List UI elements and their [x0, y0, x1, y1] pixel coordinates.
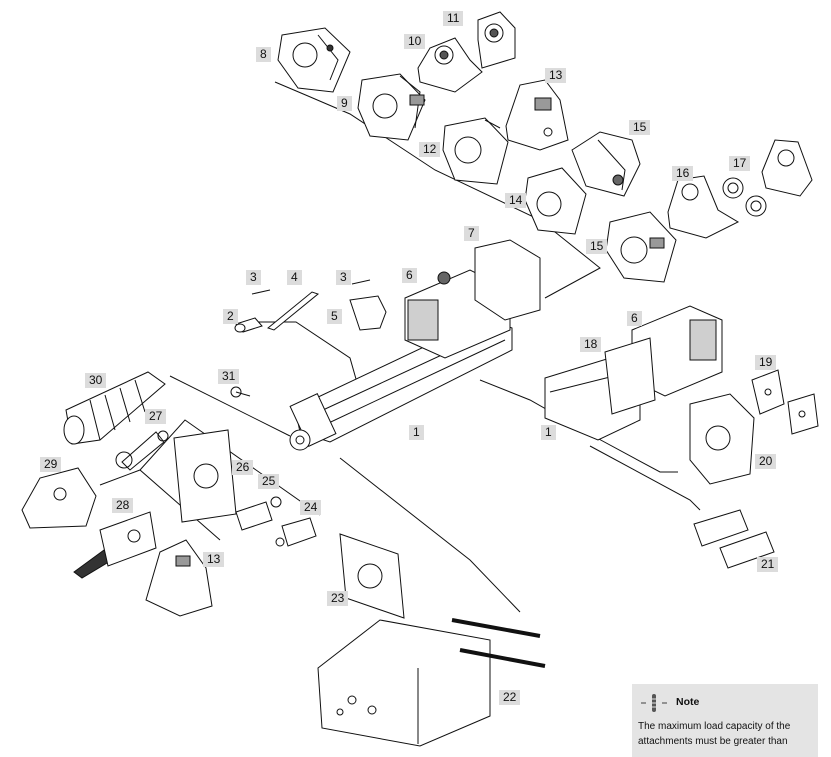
clevis-foot-part-29 [21, 467, 97, 529]
screws-part-3 [251, 279, 371, 295]
callout-15-top: 15 [629, 120, 651, 135]
callout-17: 17 [729, 156, 751, 171]
flange-mount-part-9 [357, 73, 426, 141]
callout-22: 22 [499, 690, 521, 705]
screw-part-31 [230, 386, 251, 398]
callout-19: 19 [755, 355, 777, 370]
callout-6-right: 6 [627, 311, 642, 326]
callout-13-lower: 13 [203, 552, 225, 567]
callout-2: 2 [223, 309, 238, 324]
motor-part-6-right [631, 305, 723, 397]
callout-13-top: 13 [545, 68, 567, 83]
callout-12: 12 [419, 142, 441, 157]
callout-6-left: 6 [402, 268, 417, 283]
callout-16: 16 [672, 166, 694, 181]
motor-adapter-part-7 [474, 239, 541, 321]
callout-3-right: 3 [336, 270, 351, 285]
callout-21: 21 [757, 557, 779, 572]
callout-26: 26 [232, 460, 254, 475]
sensor-bracket-part-5 [349, 295, 387, 331]
callout-7: 7 [464, 226, 479, 241]
mounting-block-part-19 [751, 369, 819, 435]
leader-line-20 [589, 445, 701, 511]
clamps-part-21 [693, 509, 775, 569]
flange-mount-part-15-lower [605, 211, 677, 283]
note-title: Note [676, 696, 700, 708]
leader-line-front-attachments [169, 375, 291, 437]
rod-clevis-part-28 [73, 511, 157, 579]
leader-line-accessories [258, 321, 359, 387]
callout-1-right: 1 [541, 425, 556, 440]
callout-29: 29 [40, 457, 62, 472]
callout-5: 5 [327, 309, 342, 324]
callout-9: 9 [337, 96, 352, 111]
callout-11: 11 [443, 11, 464, 26]
clevis-block-part-10 [417, 37, 483, 93]
coupling-part-24 [275, 517, 317, 547]
callout-10: 10 [404, 34, 426, 49]
trunnion-part-15-top [571, 131, 641, 197]
callout-23: 23 [327, 591, 349, 606]
foot-clevis-part-13-top [505, 79, 569, 151]
callout-15-lower: 15 [586, 239, 608, 254]
callout-24: 24 [300, 500, 322, 515]
callout-14: 14 [505, 193, 527, 208]
callout-28: 28 [112, 498, 134, 513]
callout-18: 18 [580, 337, 602, 352]
leader-line-upper-mounts [274, 81, 601, 299]
foot-clevis-part-13-lower [145, 539, 213, 617]
note-text: The maximum load capacity of the attachm… [638, 721, 791, 747]
rod-eye-part-27 [115, 430, 169, 471]
note-box: Note The maximum load capacity of the at… [632, 684, 818, 757]
callout-20: 20 [755, 454, 777, 469]
clevis-block-part-11 [477, 11, 516, 69]
motor-flange-part-20 [689, 393, 755, 485]
callout-31: 31 [218, 369, 240, 384]
coupling-part-25 [235, 496, 282, 531]
flange-plate-part-26 [173, 429, 237, 523]
axial-kit-part-18 [604, 337, 656, 415]
note-icon [641, 694, 667, 712]
slot-nut-part-2 [234, 317, 263, 333]
slot-cover-part-4 [266, 291, 320, 331]
callout-27: 27 [145, 409, 167, 424]
bearing-part-17 [722, 139, 813, 217]
callout-3-left: 3 [246, 270, 261, 285]
callout-30: 30 [85, 373, 107, 388]
flange-mount-part-14 [524, 167, 587, 235]
adapter-plate-part-23 [339, 533, 405, 619]
flange-mount-part-8 [277, 27, 351, 93]
callout-1-left: 1 [409, 425, 424, 440]
flange-mount-part-12 [442, 117, 509, 185]
guide-unit-part-22 [317, 618, 546, 747]
callout-8: 8 [256, 47, 271, 62]
leader-line-guide-unit [339, 457, 521, 613]
callout-4: 4 [287, 270, 302, 285]
callout-25: 25 [258, 474, 280, 489]
bellows-part-30 [63, 371, 166, 445]
